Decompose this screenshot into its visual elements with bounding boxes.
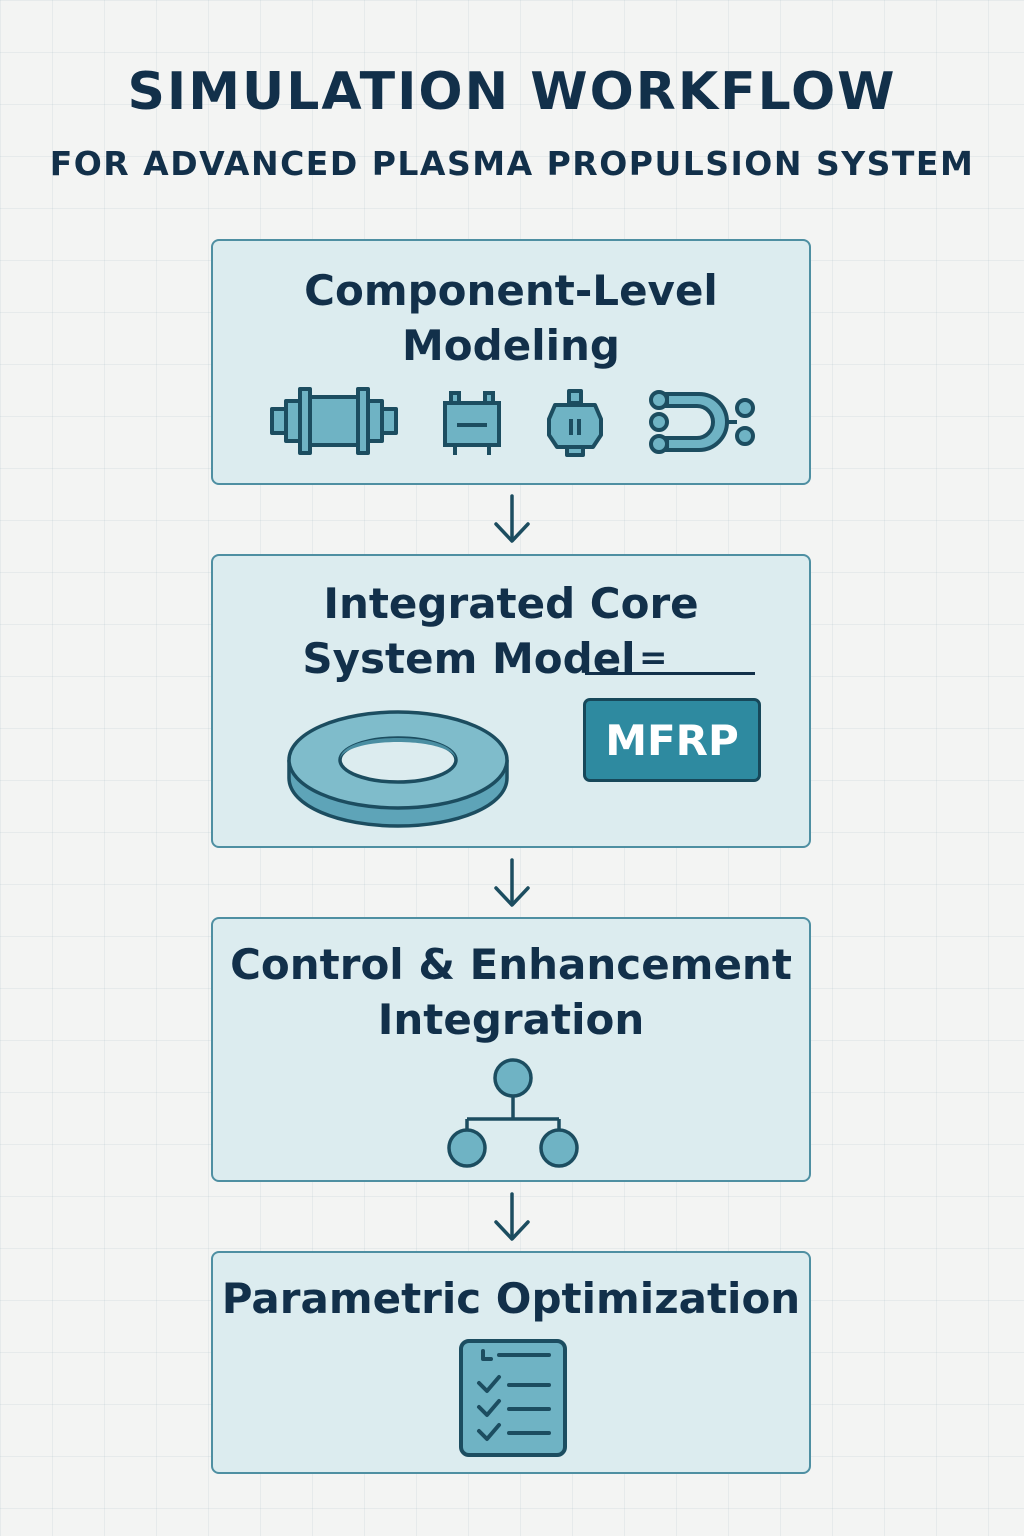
step-title: Component-Level Modeling — [213, 263, 809, 373]
step-title: Integrated Core System Model — [213, 576, 809, 686]
hierarchy-tree-icon — [447, 1058, 579, 1168]
flow-arrow-icon — [494, 494, 530, 543]
step-integrated-core-system-model: Integrated Core System Model = MFRP — [211, 554, 811, 848]
step-title-line1: Integrated Core — [323, 579, 699, 628]
power-module-icon — [443, 391, 501, 455]
underline-rule — [585, 672, 755, 675]
step-title-line1: Component-Level — [304, 266, 718, 315]
mfrp-badge: MFRP — [583, 698, 761, 782]
checklist-icon — [459, 1339, 567, 1457]
step-title-line1: Parametric Optimization — [221, 1274, 801, 1323]
torus-ring-icon — [287, 710, 509, 828]
step-title-line2: System Model — [302, 634, 636, 683]
flow-arrow-icon — [494, 1192, 530, 1241]
diagram-title: SIMULATION WORKFLOW — [127, 62, 897, 122]
step-parametric-optimization: Parametric Optimization — [211, 1251, 811, 1474]
thruster-assembly-icon — [270, 387, 398, 455]
step-title: Parametric Optimization — [213, 1271, 809, 1326]
step-title-line1: Control & Enhancement — [230, 940, 792, 989]
magnetic-coupler-icon — [649, 390, 755, 454]
step-title-line2: Integration — [377, 995, 645, 1044]
flow-arrow-icon — [494, 858, 530, 907]
diagram-subtitle: FOR ADVANCED PLASMA PROPULSION SYSTEM — [49, 144, 975, 183]
ion-source-icon — [547, 389, 603, 457]
step-control-enhancement-integration: Control & Enhancement Integration — [211, 917, 811, 1182]
step-title: Control & Enhancement Integration — [213, 937, 809, 1047]
equals-sign: = — [639, 638, 668, 678]
step-title-line2: Modeling — [402, 321, 620, 370]
step-component-level-modeling: Component-Level Modeling — [211, 239, 811, 485]
